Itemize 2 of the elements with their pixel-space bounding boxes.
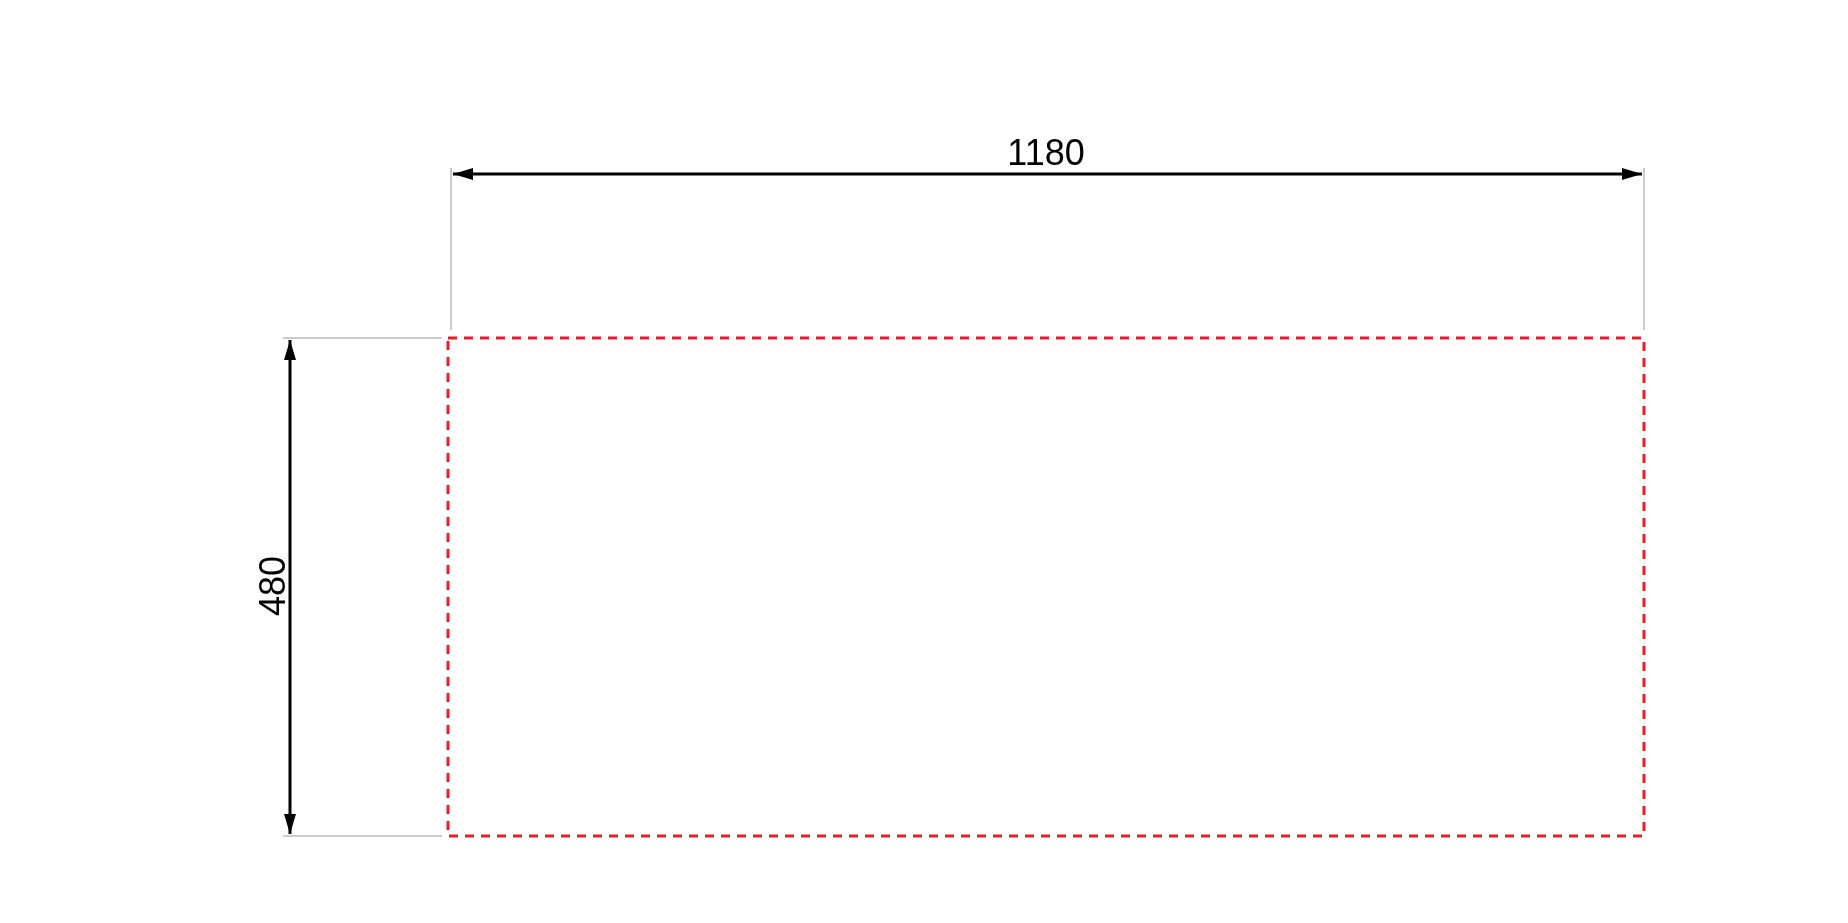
dimension-label: 1180 — [1007, 135, 1085, 171]
dimension-label: 480 — [255, 555, 291, 617]
